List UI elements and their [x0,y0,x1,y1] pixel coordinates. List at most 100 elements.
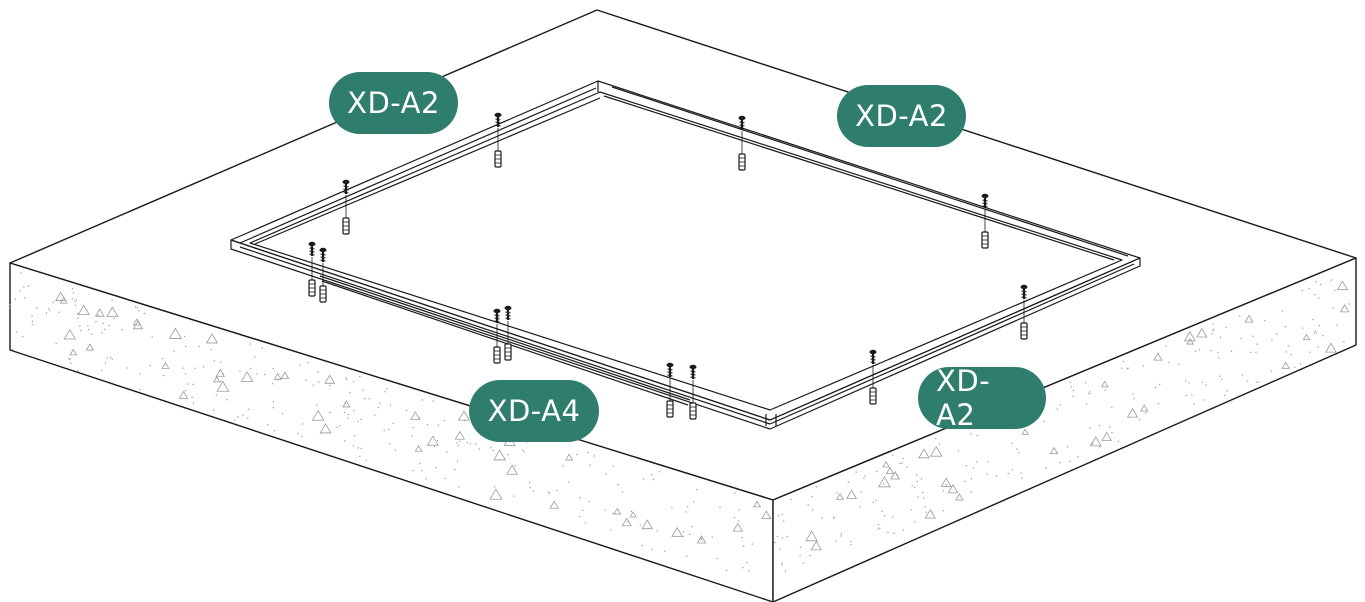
concrete-speckle [1109,426,1111,428]
concrete-speckle [610,529,612,531]
concrete-speckle [523,451,525,453]
concrete-speckle [173,350,175,352]
concrete-speckle [733,517,735,519]
concrete-aggregate [63,328,77,340]
concrete-speckle [202,366,205,368]
concrete-speckle [651,474,653,476]
screw-thread [343,188,349,191]
concrete-speckle [1084,382,1087,384]
concrete-speckle [75,299,78,301]
concrete-speckle [271,383,274,385]
concrete-speckle [835,540,837,542]
concrete-speckle [1016,448,1018,450]
concrete-speckle [71,288,74,290]
concrete-speckle [192,402,195,404]
concrete-aggregate [319,423,332,434]
concrete-speckle [630,510,633,513]
concrete-speckle [1312,318,1314,321]
screw-thread [495,124,501,127]
concrete-aggregate [641,519,654,530]
screw-thread [982,205,988,208]
concrete-speckle [1133,398,1135,400]
concrete-speckle [1201,381,1204,383]
concrete-aggregate [489,488,503,500]
concrete-speckle [357,420,359,423]
concrete-speckle [457,445,459,447]
concrete-speckle [359,455,361,457]
concrete-speckle [234,419,236,421]
concrete-aggregate [414,444,423,452]
screw-thread [982,202,988,205]
screw-head [1020,284,1028,290]
concrete-speckle [1252,335,1254,337]
concrete-speckle [36,307,38,309]
concrete-speckle [579,497,581,499]
concrete-speckle [162,358,164,360]
concrete-aggregate [1100,380,1109,388]
concrete-speckle [916,480,918,483]
frame-channel-line [321,280,689,406]
concrete-speckle [693,501,695,503]
concrete-speckle [774,541,776,544]
concrete-speckle [247,417,249,419]
concrete-speckle [893,532,895,535]
concrete-speckle [346,378,348,380]
concrete-speckle [719,506,721,508]
concrete-speckle [432,400,434,402]
screw-with-anchor [342,179,350,235]
concrete-speckle [97,314,99,316]
concrete-speckle [79,325,81,327]
concrete-speckle [76,313,79,315]
concrete-speckle [412,470,414,472]
concrete-aggregate [1101,431,1113,441]
concrete-speckle [301,423,304,425]
concrete-speckle [562,465,564,467]
concrete-aggregate [835,492,845,500]
concrete-speckle [751,543,753,545]
concrete-aggregate [106,306,119,318]
concrete-speckle [1332,307,1334,309]
screw-thread [667,374,673,377]
concrete-speckle [612,512,614,515]
concrete-speckle [437,424,440,426]
concrete-speckle [1205,384,1207,386]
concrete-aggregate [342,400,351,408]
concrete-aggregate [1302,333,1311,341]
screw-thread [870,358,876,361]
concrete-speckle [1284,325,1287,328]
concrete-speckle [1271,339,1273,341]
concrete-speckle [902,457,904,460]
concrete-speckle [935,437,937,440]
concrete-aggregate [215,368,225,377]
concrete-speckle [883,515,886,517]
concrete-aggregate [1183,330,1196,342]
concrete-speckle [478,448,481,450]
concrete-speckle [210,349,213,351]
screw-thread [320,253,326,256]
screw-head [689,364,697,370]
screw-head [319,247,327,253]
screw-thread [494,320,500,323]
concrete-aggregate [280,371,290,380]
concrete-speckle [639,524,641,526]
part-label-xd-a2: XD-A2 [329,72,458,134]
concrete-speckle [809,554,811,557]
concrete-speckle [589,464,591,466]
concrete-speckle [914,521,916,523]
concrete-speckle [136,306,139,309]
concrete-speckle [1072,395,1074,397]
concrete-speckle [700,538,702,541]
concrete-speckle [68,358,70,360]
concrete-speckle [1213,328,1215,330]
concrete-speckle [1185,394,1187,397]
concrete-speckle [492,449,495,452]
concrete-speckle [1210,350,1213,352]
concrete-speckle [362,389,364,391]
screw-head [308,241,316,247]
concrete-speckle [899,462,901,465]
concrete-speckle [459,440,461,442]
concrete-aggregate [77,304,90,315]
concrete-speckle [683,531,685,533]
concrete-speckle [1111,431,1113,434]
concrete-speckle [249,343,251,345]
